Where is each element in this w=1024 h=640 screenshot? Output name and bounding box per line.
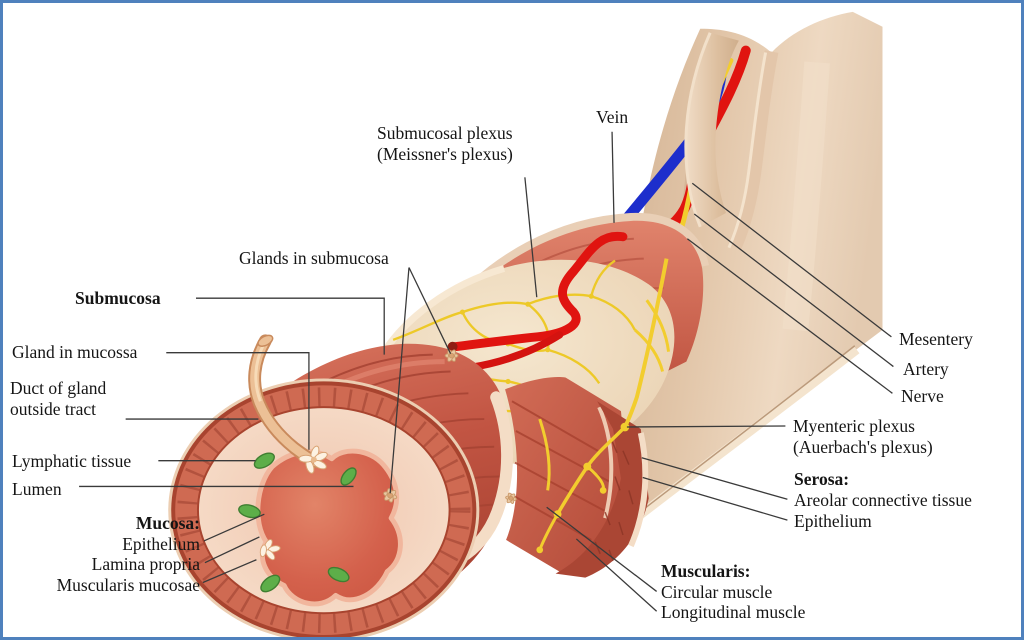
label-serosa-epithelium: Epithelium bbox=[794, 511, 872, 531]
label-glands-in-submucosa: Glands in submucosa bbox=[239, 248, 389, 268]
gi-tract-illustration bbox=[79, 11, 894, 637]
label-nerve: Nerve bbox=[901, 386, 944, 406]
label-muscularis-group: Muscularis: Circular muscle Longitudinal… bbox=[661, 561, 805, 623]
label-mucosa-epithelium: Epithelium bbox=[122, 533, 200, 554]
myenteric-plexus-network bbox=[536, 258, 670, 554]
label-submucosal-plexus-line2: (Meissner's plexus) bbox=[377, 144, 513, 165]
label-mucosa-heading: Mucosa: bbox=[135, 513, 200, 533]
label-serosa-group: Serosa: Areolar connective tissue Epithe… bbox=[794, 469, 972, 532]
label-submucosal-plexus: Submucosal plexus (Meissner's plexus) bbox=[377, 123, 513, 166]
gland-in-mucosa-rosette bbox=[298, 445, 328, 474]
label-myenteric-plexus: Myenteric plexus (Auerbach's plexus) bbox=[793, 416, 933, 458]
lymphatic-nodules bbox=[238, 452, 357, 593]
label-gland-in-mucossa: Gland in mucossa bbox=[12, 342, 138, 362]
label-areolar-connective-tissue: Areolar connective tissue bbox=[794, 490, 972, 510]
front-ring-cross-section bbox=[168, 378, 480, 637]
label-duct-of-gland: Duct of gland outside tract bbox=[10, 378, 106, 421]
label-mesentery: Mesentery bbox=[899, 329, 973, 349]
serosa-sheet bbox=[595, 11, 883, 551]
leader-lines bbox=[79, 131, 894, 612]
label-duct-line2: outside tract bbox=[10, 399, 97, 420]
label-lumen: Lumen bbox=[12, 479, 62, 499]
label-duct-line1: Duct of gland bbox=[10, 378, 107, 398]
label-artery: Artery bbox=[903, 359, 949, 379]
label-lymphatic-tissue: Lymphatic tissue bbox=[12, 451, 132, 471]
mesentery-sheets bbox=[684, 32, 739, 228]
muscularis-block bbox=[454, 376, 649, 578]
label-myenteric-line1: Myenteric plexus bbox=[793, 416, 915, 436]
label-muscularis-heading: Muscularis: bbox=[661, 561, 751, 581]
label-submucosa: Submucosa bbox=[75, 288, 161, 308]
label-longitudinal-muscle: Longitudinal muscle bbox=[661, 602, 806, 623]
label-serosa-heading: Serosa: bbox=[794, 469, 850, 489]
label-mucosa-muscularis-mucosae: Muscularis mucosae bbox=[56, 574, 200, 595]
label-circular-muscle: Circular muscle bbox=[661, 581, 773, 602]
label-mucosa-lamina-propria: Lamina propria bbox=[91, 554, 200, 575]
label-vein: Vein bbox=[596, 107, 629, 127]
circular-muscle-face bbox=[505, 376, 627, 572]
label-myenteric-line2: (Auerbach's plexus) bbox=[793, 437, 933, 457]
longitudinal-muscle-layer bbox=[555, 401, 649, 578]
label-mucosa-group: Mucosa: Epithelium Lamina propria Muscul… bbox=[28, 513, 200, 596]
mucosa-rosette-2 bbox=[259, 539, 281, 561]
submucosal-plexus-network bbox=[392, 259, 636, 413]
label-submucosal-plexus-line1: Submucosal plexus bbox=[377, 123, 513, 143]
